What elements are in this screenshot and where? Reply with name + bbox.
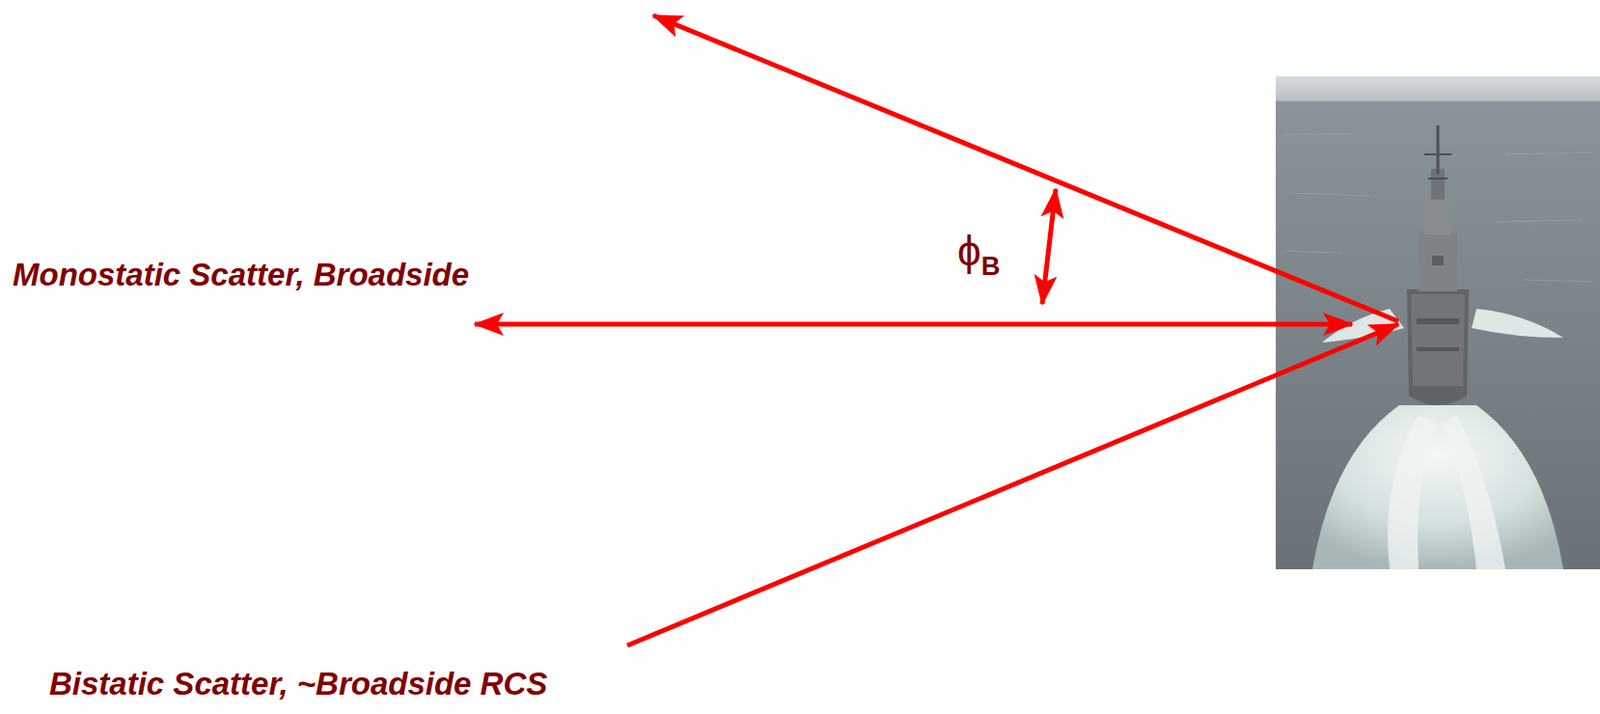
scatter-label: Monostatic Scatter, Broadside [12, 256, 469, 294]
symbol-main: ϕ [957, 226, 982, 275]
bistatic-angle-arrow [1042, 189, 1056, 304]
angle-symbol: ϕB [957, 227, 1000, 281]
symbol-subscript: B [981, 250, 1001, 281]
scatter-label: Bistatic Scatter, ~Broadside RCS [49, 665, 548, 703]
bistatic-ray [653, 15, 1399, 322]
monostatic-ray [474, 322, 1352, 328]
incident-ray [627, 324, 1399, 646]
